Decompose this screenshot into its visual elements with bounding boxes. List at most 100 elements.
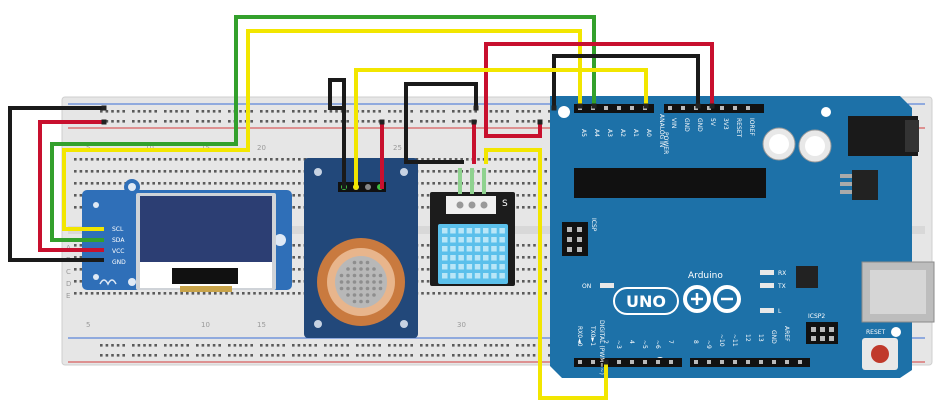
breadboard-hole	[175, 344, 178, 347]
breadboard-hole	[242, 182, 245, 185]
breadboard-hole	[298, 182, 301, 185]
breadboard-hole	[164, 120, 167, 123]
wire-black-dht-gnd	[404, 82, 478, 164]
digital-title: DIGITAL (PWM=~)	[598, 320, 605, 375]
breadboard-hole	[208, 170, 211, 173]
breadboard-hole	[388, 354, 391, 357]
breadboard-hole	[516, 244, 519, 247]
breadboard-hole	[116, 110, 120, 113]
breadboard-hole	[264, 292, 267, 295]
breadboard-hole	[219, 292, 223, 295]
breadboard-hole	[180, 292, 183, 295]
breadboard-hole	[141, 158, 144, 161]
breadboard-hole	[74, 256, 77, 259]
breadboard-hole	[425, 120, 429, 123]
breadboard-hole	[463, 110, 466, 113]
breadboard-hole	[443, 182, 447, 185]
header-hole	[577, 227, 582, 232]
dht-vent	[450, 228, 456, 234]
arduino-uno-board: A5 A4 A3 A2 A1 A0 ANALOG IN VIN GND GND …	[550, 96, 935, 378]
breadboard-hole	[527, 354, 530, 357]
breadboard-hole	[286, 170, 290, 173]
breadboard-hole	[152, 182, 155, 185]
mesh-dot	[365, 299, 370, 304]
breadboard-hole	[431, 354, 434, 357]
breadboard-hole	[463, 120, 466, 123]
breadboard-hole	[169, 170, 172, 173]
breadboard-hole	[102, 292, 105, 295]
dht-s-mark: S	[502, 199, 508, 209]
breadboard-hole	[207, 354, 210, 357]
header-hole	[811, 327, 816, 332]
icsp2-label: ICSP2	[808, 313, 825, 320]
breadboard-hole	[85, 170, 88, 173]
analog-in-title: ANALOG IN	[658, 114, 665, 147]
breadboard-hole	[201, 354, 205, 357]
breadboard-hole	[74, 292, 77, 295]
wire-black-gas-gnd	[328, 78, 346, 189]
header-hole	[820, 336, 825, 341]
mesh-dot	[352, 260, 357, 265]
breadboard-hole	[111, 110, 114, 113]
breadboard-hole	[79, 206, 83, 209]
breadboard-hole	[105, 354, 109, 357]
breadboard-hole	[212, 110, 216, 113]
breadboard-hole	[113, 170, 116, 173]
breadboard-hole	[124, 170, 127, 173]
breadboard-hole	[271, 344, 274, 347]
breadboard-hole	[247, 170, 251, 173]
wire-green-sda	[50, 15, 596, 242]
breadboard-hole	[425, 354, 429, 357]
uno-logo-text: UNO	[626, 292, 666, 311]
breadboard-hole	[96, 292, 99, 295]
breadboard-hole	[340, 354, 344, 357]
mesh-dot	[352, 293, 357, 297]
breadboard-hole	[113, 292, 116, 295]
reset-label: RESET	[866, 329, 886, 336]
dht-vent	[483, 237, 489, 243]
wire-end	[577, 103, 583, 109]
header-hole	[746, 360, 750, 364]
l-led-label: L	[778, 308, 782, 315]
header-hole	[668, 106, 672, 110]
dht-vent	[466, 246, 473, 252]
breadboard-hole	[432, 158, 435, 161]
breadboard-hole	[393, 120, 397, 123]
breadboard-hole	[527, 120, 530, 123]
breadboard-hole	[533, 158, 536, 161]
breadboard-hole	[143, 344, 146, 347]
reset-button[interactable]	[871, 345, 889, 363]
breadboard-hole	[260, 110, 263, 113]
breadboard-hole	[303, 110, 306, 113]
breadboard-hole	[122, 354, 125, 357]
breadboard-hole	[124, 292, 127, 295]
header-hole	[577, 247, 582, 252]
breadboard-hole	[308, 344, 312, 347]
breadboard-hole	[174, 182, 178, 185]
breadboard-hole	[454, 170, 458, 173]
breadboard-hole	[180, 354, 184, 357]
breadboard-hole	[378, 354, 381, 357]
header-hole	[772, 360, 776, 364]
wire-red-5v	[484, 42, 714, 138]
dht-vent	[458, 237, 464, 243]
breadboard-hole	[225, 170, 228, 173]
breadboard-hole	[521, 354, 525, 357]
breadboard-hole	[468, 120, 472, 123]
breadboard-hole	[244, 354, 248, 357]
breadboard-hole	[468, 110, 472, 113]
dht-vent	[466, 255, 473, 261]
breadboard-hole	[270, 170, 273, 173]
breadboard-hole	[532, 354, 536, 357]
breadboard-hole	[457, 110, 461, 113]
wire-end	[473, 105, 479, 111]
breadboard-hole	[228, 120, 231, 123]
dht-vent	[474, 246, 481, 252]
breadboard-hole	[186, 182, 189, 185]
breadboard-hole	[516, 256, 519, 259]
dht-vent	[466, 273, 473, 279]
breadboard-hole	[532, 344, 536, 347]
wire-yellow-dht-data	[484, 148, 608, 400]
dht-vent	[442, 273, 448, 279]
breadboard-hole	[105, 120, 109, 123]
